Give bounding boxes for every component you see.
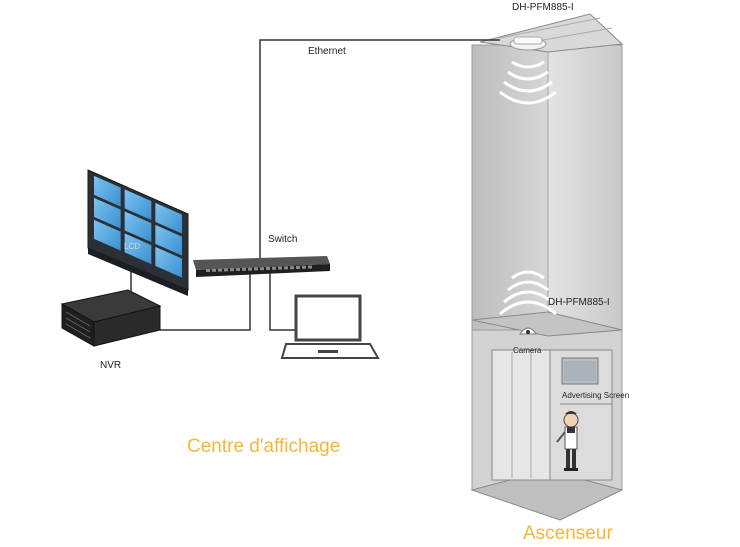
lcd-tile [94, 175, 121, 207]
wireless-signal-top-icon [499, 60, 557, 105]
switch-port [242, 267, 246, 271]
person-icon [556, 411, 579, 471]
lcd-tile [94, 197, 121, 229]
switch-port [236, 268, 240, 271]
switch-port [224, 268, 228, 272]
laptop-icon [280, 294, 380, 359]
switch-port [296, 266, 300, 269]
nvr-label: NVR [100, 360, 122, 371]
switch-port [248, 267, 252, 271]
lcd-tile [94, 219, 121, 251]
switch-port [230, 268, 234, 272]
network-switch [193, 256, 330, 277]
wireless-signal-elevator-icon [499, 270, 557, 316]
switch-port [302, 265, 306, 269]
switch-port [254, 267, 258, 271]
switch-port [212, 268, 216, 272]
switch-port [284, 266, 288, 270]
switch-port [308, 265, 312, 269]
lcd-label: LCD [124, 242, 141, 251]
lcd-tile [124, 233, 152, 265]
switch-port [206, 269, 210, 272]
lcd-tile [155, 246, 182, 278]
switch-port [218, 268, 222, 272]
lcd-tile [155, 202, 182, 234]
lcd-tile [124, 211, 152, 243]
centre-affichage-label: Centre d'affichage [187, 436, 341, 457]
camera-dome-icon [519, 327, 537, 335]
ascenseur-label: Ascenseur [523, 523, 613, 544]
lcd-tile [155, 224, 182, 256]
lcd-video-wall [87, 169, 189, 296]
advertising-screen-label: Advertising Screen [562, 391, 630, 400]
switch-port [278, 266, 282, 270]
camera-label: Camera [513, 346, 542, 355]
ethernet-label: Ethernet [308, 46, 346, 57]
nvr-device [60, 289, 162, 347]
switch-port [272, 266, 276, 270]
switch-label: Switch [268, 234, 298, 245]
switch-port [290, 266, 294, 270]
elevator-shaft [470, 13, 624, 521]
ap-top-label: DH-PFM885-I [512, 2, 574, 13]
lcd-tile [124, 189, 152, 221]
access-point-top [509, 36, 547, 51]
ap-elevator-label: DH-PFM885-I [548, 297, 610, 308]
switch-port [266, 267, 270, 270]
switch-port [260, 267, 264, 271]
